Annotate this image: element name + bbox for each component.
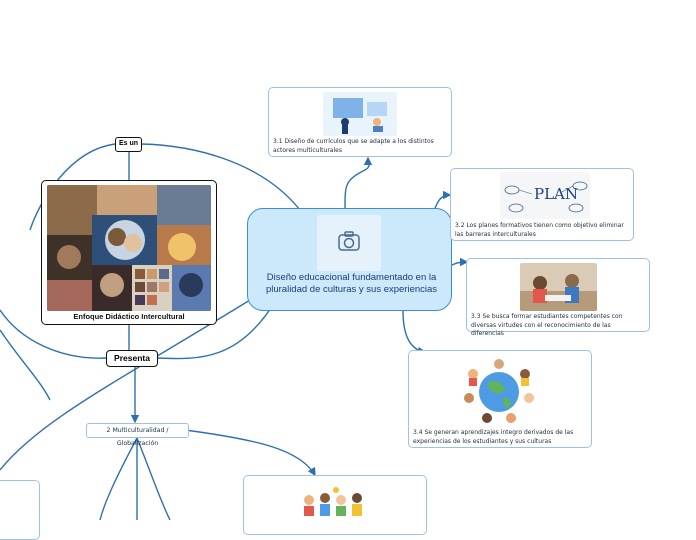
camera-icon[interactable] — [317, 215, 381, 271]
subtopic-text-3-4: 3.4 Se generan aprendizajes integro deri… — [413, 429, 574, 445]
subtopic-card-3-1[interactable]: 3.1 Diseño de currículos que se adapte a… — [268, 87, 452, 157]
central-title: Diseño educacional fundamentado en la pl… — [265, 272, 438, 295]
subtopic-card-3-4[interactable]: 3.4 Se generan aprendizajes integro deri… — [408, 350, 592, 448]
subtopic-text-3-1: 3.1 Diseño de currículos que se adapte a… — [273, 138, 434, 154]
subtopic-text-3-2: 3.2 Los planes formativos tienen como ob… — [455, 222, 624, 238]
bottom-card-image — [299, 486, 373, 526]
multicultural-node-text: 2 Multiculturalidad / Globalización — [106, 427, 169, 447]
bottom-card[interactable] — [243, 475, 427, 535]
subtopic-text-3-3: 3.3 Se busca formar estudiantes competen… — [471, 313, 623, 338]
label-presenta-text: Presenta — [114, 353, 150, 363]
label-es-un[interactable]: Es un — [115, 137, 142, 152]
label-presenta[interactable]: Presenta — [106, 350, 158, 367]
central-topic[interactable]: Diseño educacional fundamentado en la pl… — [247, 208, 452, 311]
subtopic-image-3-1 — [323, 92, 397, 136]
collage-caption: Enfoque Didáctico Intercultural — [73, 312, 185, 321]
collage-image — [47, 185, 211, 311]
subtopic-image-3-2: PLAN — [500, 172, 590, 219]
collage-card[interactable]: Enfoque Didáctico Intercultural — [41, 180, 217, 325]
subtopic-image-3-4 — [459, 354, 539, 426]
multicultural-node[interactable]: 2 Multiculturalidad / Globalización — [86, 423, 189, 447]
subtopic-image-3-3 — [520, 263, 597, 311]
subtopic-card-3-2[interactable]: PLAN 3.2 Los planes formativos tienen co… — [450, 168, 634, 241]
connector-lines — [0, 143, 469, 520]
left-partial-card[interactable] — [0, 480, 40, 540]
subtopic-card-3-3[interactable]: 3.3 Se busca formar estudiantes competen… — [466, 258, 650, 337]
label-es-un-text: Es un — [118, 140, 139, 147]
plan-image-word: PLAN — [534, 185, 578, 203]
